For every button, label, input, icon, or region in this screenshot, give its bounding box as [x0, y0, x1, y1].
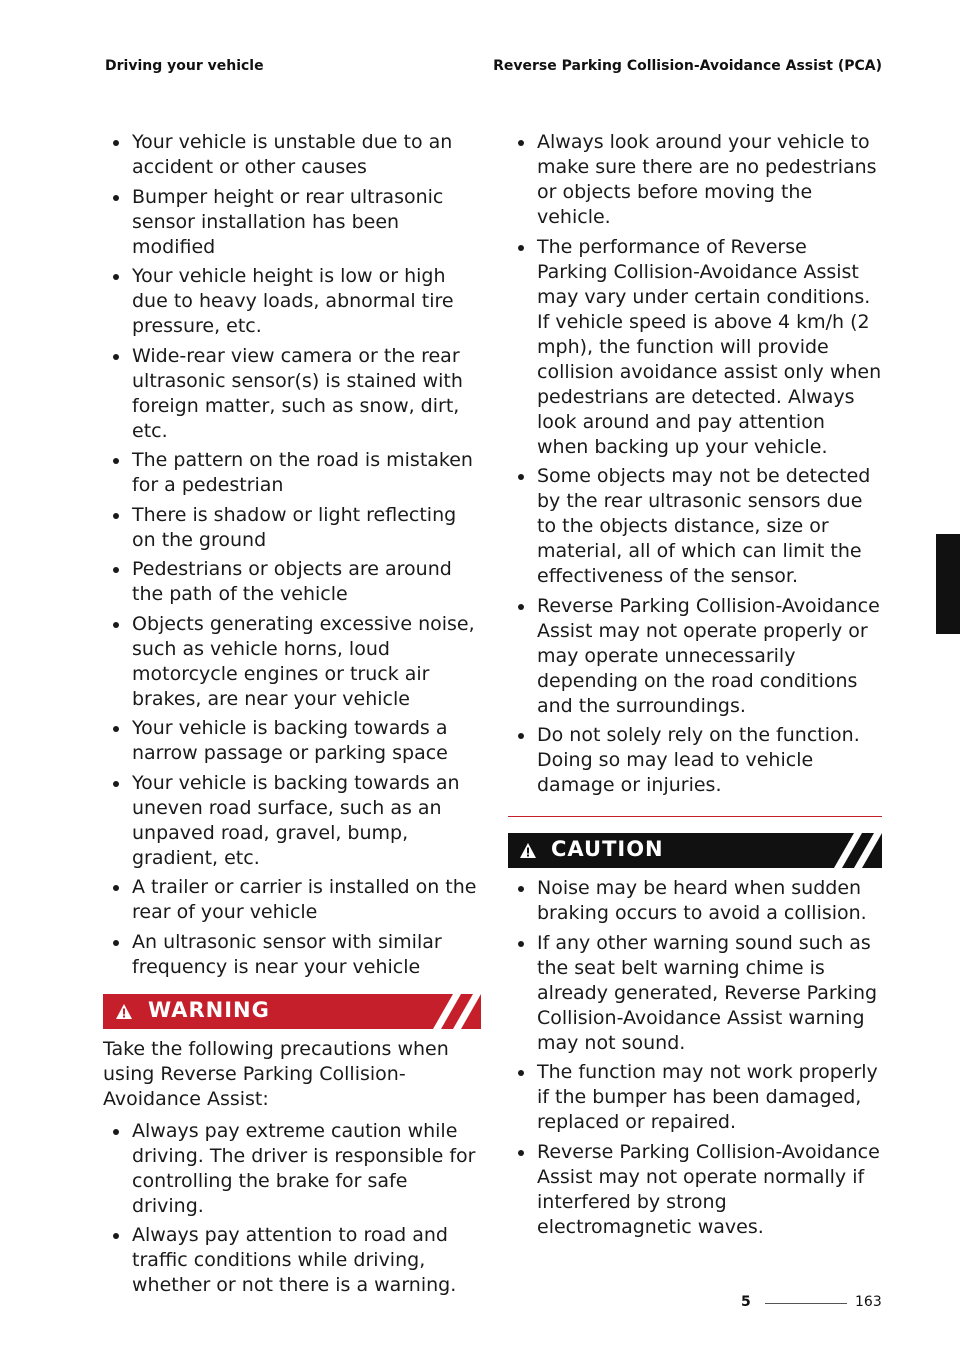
warning-triangle-icon	[116, 1003, 132, 1019]
list-item: Noise may be heard when sudden braking o…	[508, 876, 882, 926]
banner-stripes	[433, 993, 481, 1029]
precaution-list: Always look around your vehicle to make …	[508, 130, 882, 798]
chapter-side-tab	[936, 534, 960, 634]
warning-title: WARNING	[148, 997, 270, 1022]
list-item: Always look around your vehicle to make …	[508, 130, 882, 230]
warning-end-rule	[508, 816, 882, 817]
list-item: Always pay attention to road and traffic…	[103, 1223, 481, 1298]
left-column: Your vehicle is unstable due to an accid…	[103, 130, 481, 1303]
list-item: Reverse Parking Collision-Avoidance Assi…	[508, 1140, 882, 1240]
list-item: Do not solely rely on the function. Doin…	[508, 723, 882, 798]
caution-title: CAUTION	[551, 837, 664, 861]
caution-banner: CAUTION	[508, 833, 882, 868]
banner-stripes	[834, 833, 882, 868]
list-item: Some objects may not be detected by the …	[508, 464, 882, 589]
list-item: Your vehicle is backing towards an uneve…	[103, 771, 481, 871]
warning-intro: Take the following precautions when usin…	[103, 1037, 449, 1110]
footer-divider	[765, 1303, 847, 1304]
list-item: If any other warning sound such as the s…	[508, 931, 882, 1056]
list-item: The pattern on the road is mistaken for …	[103, 448, 481, 498]
list-item: A trailer or carrier is installed on the…	[103, 875, 481, 925]
list-item: Your vehicle height is low or high due t…	[103, 264, 481, 339]
list-item: Reverse Parking Collision-Avoidance Assi…	[508, 594, 882, 719]
list-item: Wide-rear view camera or the rear ultras…	[103, 344, 481, 444]
list-item: The function may not work properly if th…	[508, 1060, 882, 1135]
list-item: Bumper height or rear ultrasonic sensor …	[103, 185, 481, 260]
list-item: Objects generating excessive noise, such…	[103, 612, 481, 712]
page-header-left: Driving your vehicle	[105, 58, 264, 74]
warning-list: Always pay extreme caution while driving…	[103, 1119, 481, 1299]
caution-list: Noise may be heard when sudden braking o…	[508, 876, 882, 1240]
chapter-side-number: 5	[944, 610, 957, 631]
list-item: There is shadow or light reflecting on t…	[103, 503, 481, 553]
list-item: Always pay extreme caution while driving…	[103, 1119, 481, 1219]
footer-chapter: 5	[741, 1294, 751, 1310]
list-item: Your vehicle is unstable due to an accid…	[103, 130, 481, 180]
list-item: Pedestrians or objects are around the pa…	[103, 557, 481, 607]
list-item: An ultrasonic sensor with similar freque…	[103, 930, 481, 980]
page-number: 163	[855, 1294, 882, 1310]
list-item: Your vehicle is backing towards a narrow…	[103, 716, 481, 766]
warning-triangle-icon	[520, 843, 536, 858]
list-item: The performance of Reverse Parking Colli…	[508, 235, 882, 460]
page-header-right: Reverse Parking Collision-Avoidance Assi…	[493, 58, 882, 74]
warning-banner: WARNING	[103, 993, 481, 1029]
right-column: Always look around your vehicle to make …	[508, 130, 882, 1244]
condition-list: Your vehicle is unstable due to an accid…	[103, 130, 481, 980]
